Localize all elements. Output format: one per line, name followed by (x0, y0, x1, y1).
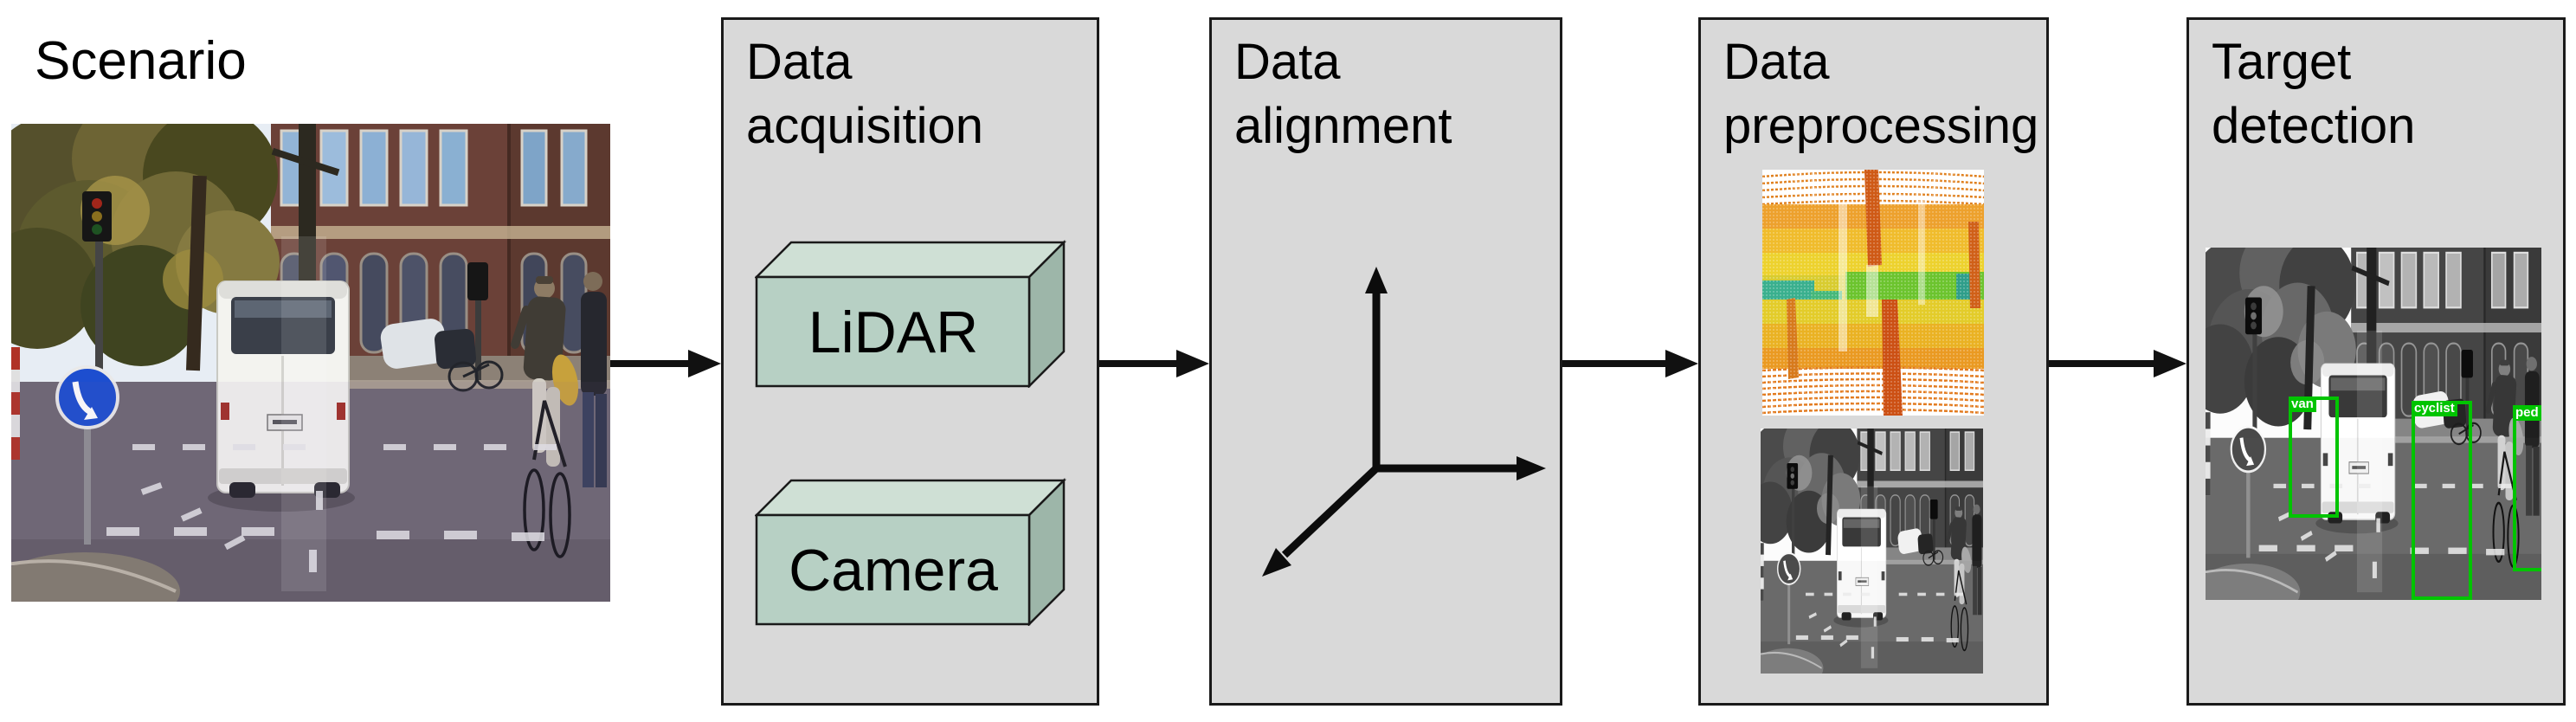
bbox-label: van (2289, 396, 2316, 412)
scenario-photo (11, 124, 610, 602)
stage-panel-data-preprocessing: Data preprocessing (1698, 17, 2049, 706)
lidar-range-image (1762, 170, 1984, 416)
lidar-box-label: LiDAR (808, 300, 979, 365)
flow-arrow-icon (610, 350, 721, 377)
bbox-van: van (2289, 396, 2339, 518)
lidar-sensor-box: LiDAR (755, 239, 1066, 388)
scenario-label: Scenario (35, 31, 247, 91)
flow-arrow-icon (1098, 350, 1209, 377)
flow-arrow-icon (1562, 350, 1698, 377)
camera-grayscale-image (1761, 429, 1983, 674)
camera-sensor-box: Camera (755, 477, 1066, 626)
3d-axes-icon (1262, 267, 1546, 577)
stage-title: Target detection (2212, 34, 2416, 154)
stage-panel-target-detection: Target detection van cyclist ped (2186, 17, 2566, 706)
stage-title: Data preprocessing (1723, 34, 2039, 154)
bbox-label: cyclist (2412, 401, 2457, 416)
bbox-cyclist: cyclist (2412, 401, 2472, 600)
camera-box-label: Camera (789, 538, 998, 603)
flow-arrow-icon (2049, 350, 2186, 377)
detection-scene-image (2206, 248, 2541, 600)
stage-panel-data-acquisition: Data acquisition LiDAR Camera (721, 17, 1099, 706)
detection-result-image: van cyclist ped (2206, 248, 2541, 600)
street-scene-image (11, 124, 610, 602)
stage-title: Data acquisition (746, 34, 984, 154)
bbox-pedestrian: ped (2513, 405, 2541, 571)
stage-title: Data alignment (1234, 34, 1452, 154)
bbox-label: ped (2513, 405, 2541, 421)
stage-panel-data-alignment: Data alignment (1209, 17, 1562, 706)
